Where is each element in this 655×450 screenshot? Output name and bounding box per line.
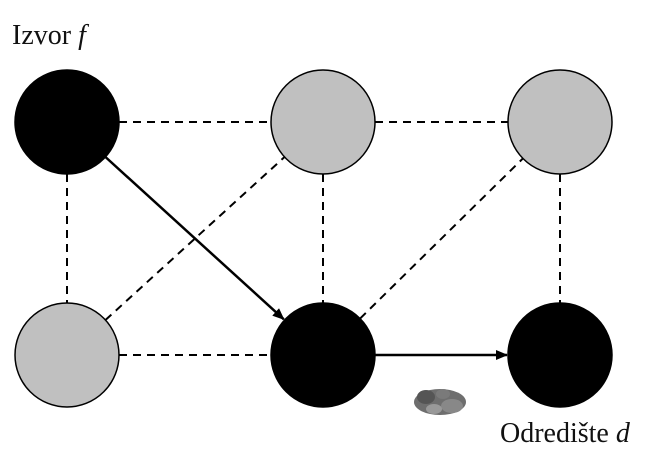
node-n4-gray — [14, 302, 120, 408]
edge-n4-n2 — [104, 156, 286, 321]
destination-label-text: Odredište — [500, 418, 609, 449]
edge-n1-n5 — [104, 156, 285, 321]
edges-layer — [66, 121, 561, 360]
node-n5-black — [270, 302, 376, 408]
nodes-layer — [14, 69, 613, 408]
source-label: Izvor f — [12, 20, 86, 52]
node-n2-gray — [270, 69, 376, 175]
destination-label-var: d — [615, 418, 630, 449]
node-n6-black — [507, 302, 613, 408]
source-label-text: Izvor — [12, 20, 72, 51]
noise-blob-icon — [414, 389, 466, 415]
node-n3-gray — [507, 69, 613, 175]
source-label-var: f — [78, 20, 86, 51]
destination-label: Odredište d — [500, 418, 630, 450]
node-n1-black — [14, 69, 120, 175]
edge-n5-n3 — [359, 157, 524, 320]
